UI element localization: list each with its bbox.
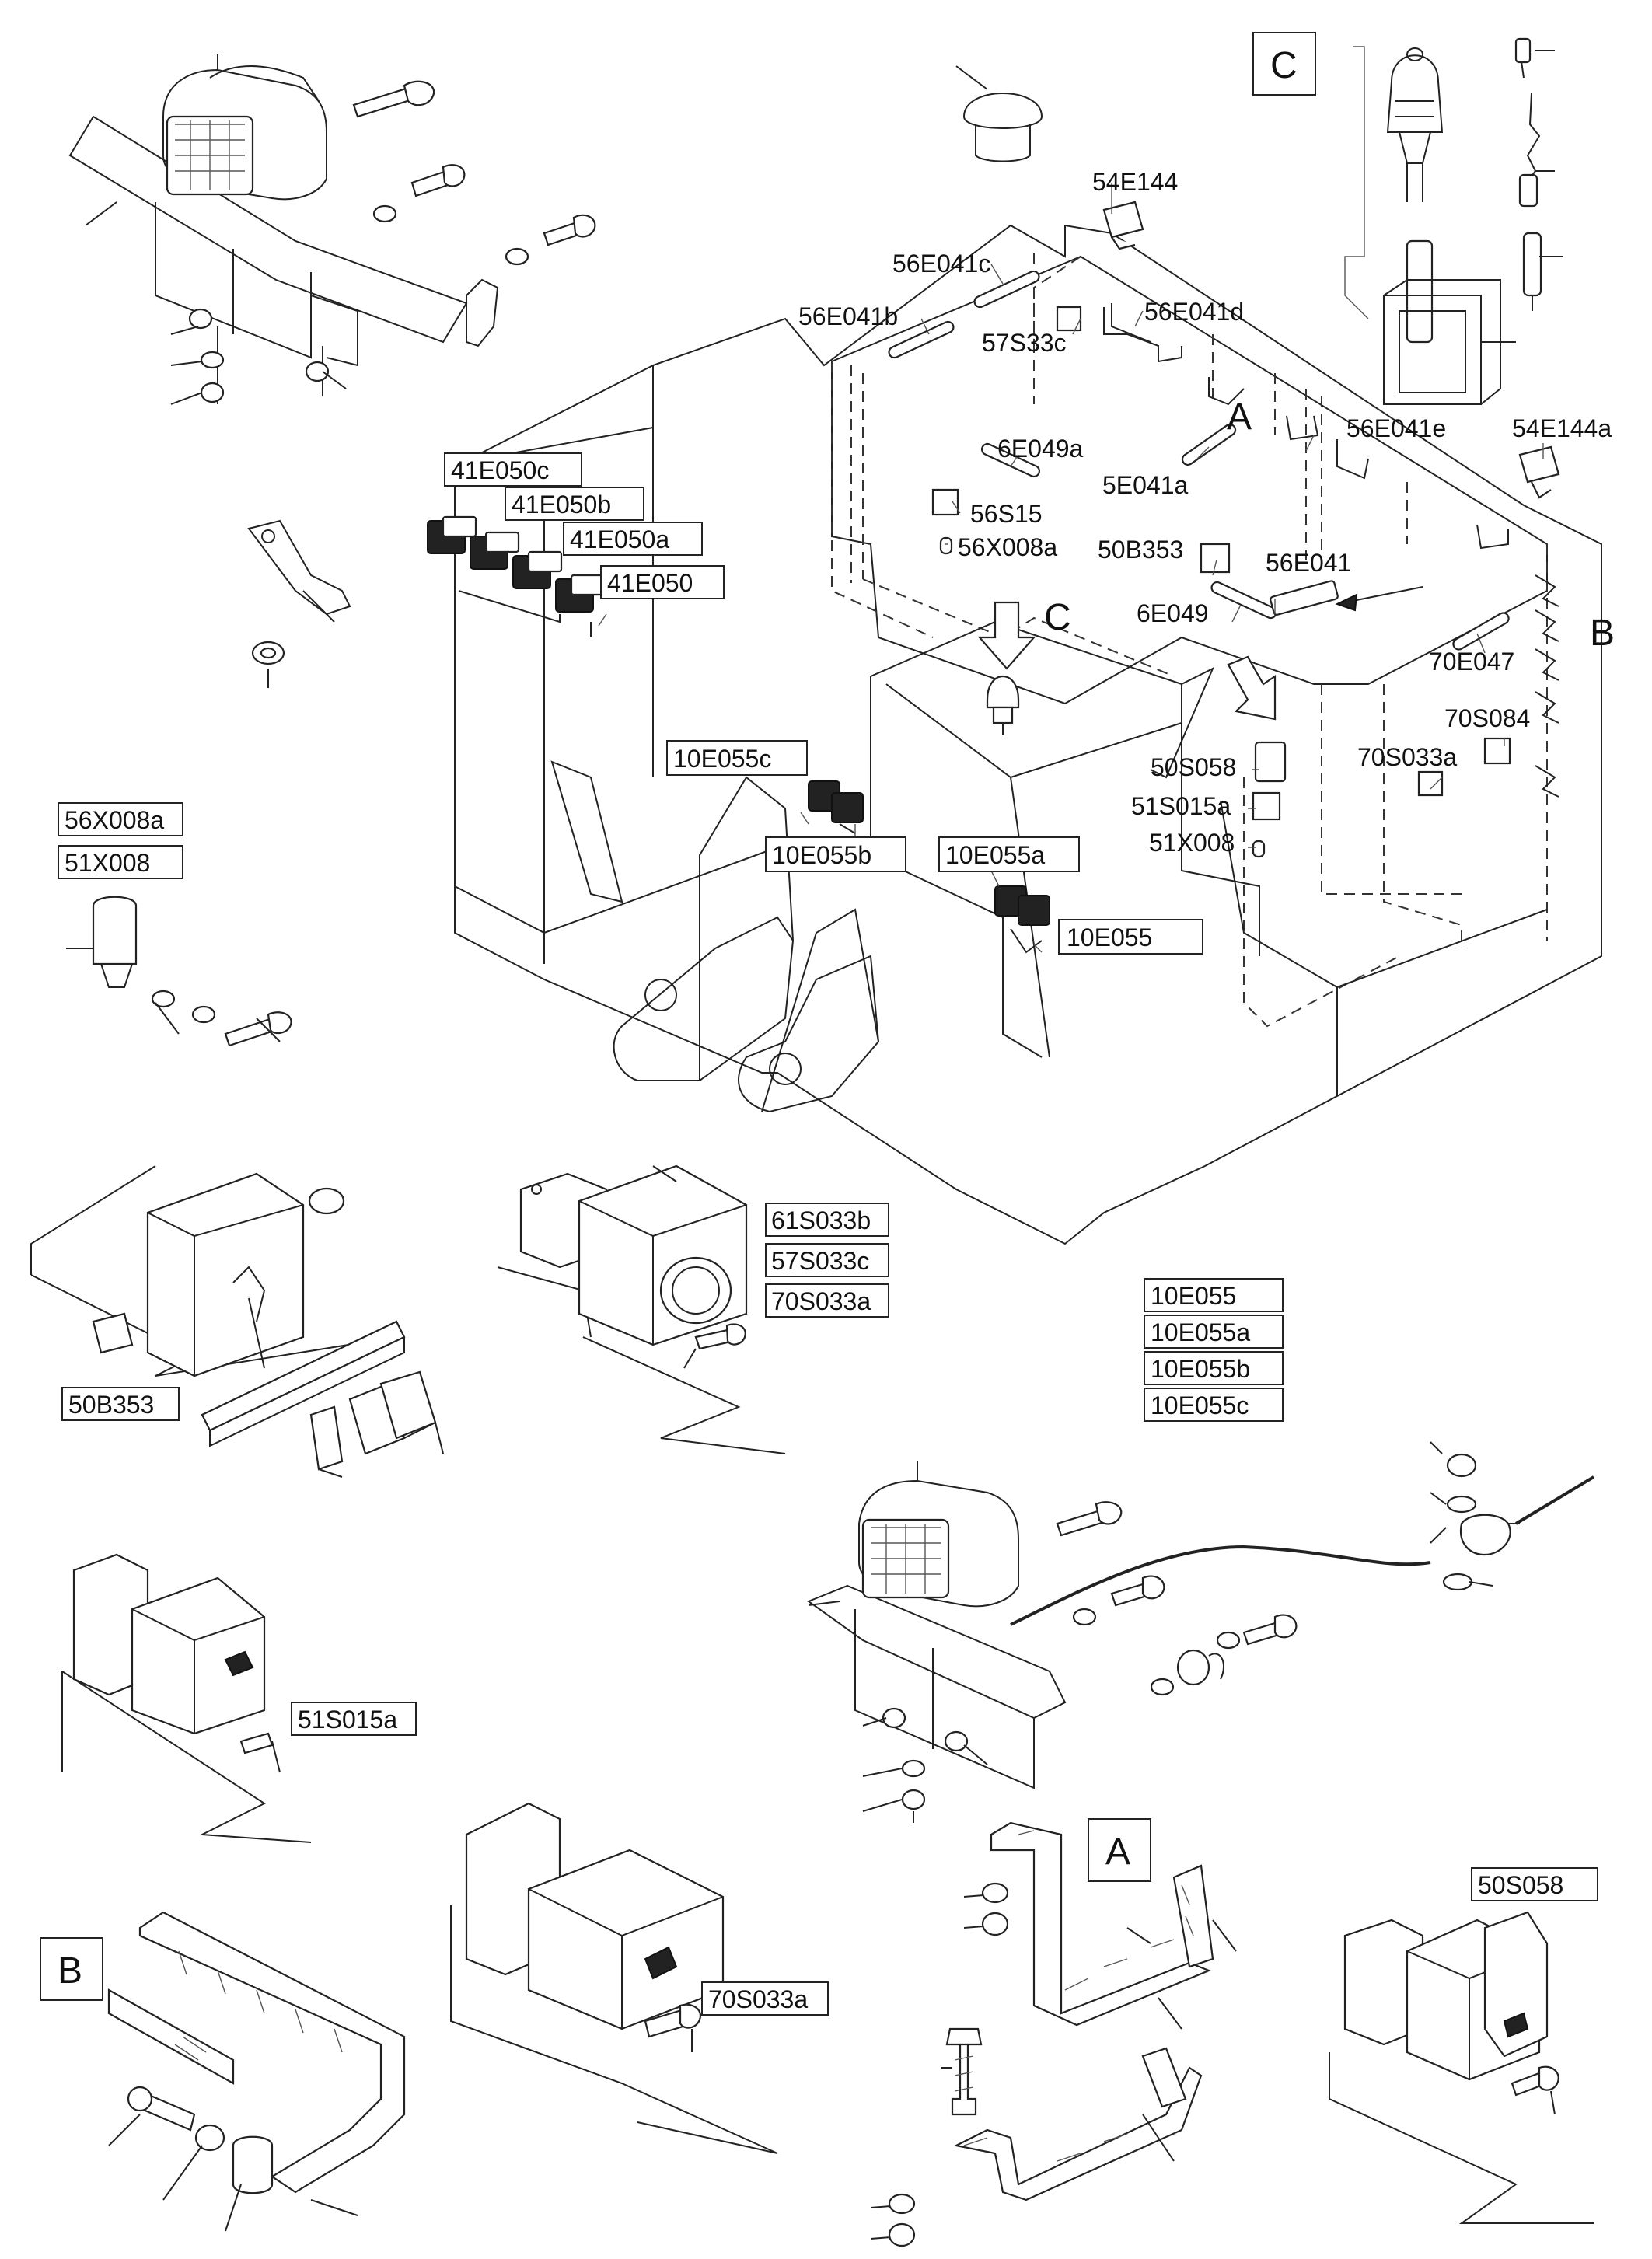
- frame-components: [888, 201, 1560, 858]
- cap-part: [955, 65, 1043, 162]
- boxed-B: B: [58, 1950, 82, 1992]
- label-56E041c: 56E041c: [892, 250, 990, 278]
- detail-A-brackets: [870, 1821, 1237, 2247]
- label-5E041a: 5E041a: [1102, 471, 1189, 499]
- label-6E049a: 6E049a: [997, 435, 1084, 463]
- label-56X008a-main: 56X008a: [958, 533, 1057, 561]
- label-56E041e: 56E041e: [1346, 414, 1446, 442]
- label-6E049: 6E049: [1137, 599, 1209, 627]
- boxed-g-10E055b: 10E055b: [1151, 1355, 1250, 1383]
- boxed-10E055c: 10E055c: [673, 745, 771, 773]
- label-51S015a-main: 51S015a: [1131, 792, 1231, 820]
- boxed-41E050: 41E050: [607, 569, 693, 597]
- switch-51S015a: [61, 1553, 312, 1843]
- boxed-g-10E055c: 10E055c: [1151, 1391, 1249, 1419]
- work-lamps-41E050: [427, 515, 606, 637]
- top-left-lamp-assembly: [68, 54, 596, 405]
- switch-70S033a: [450, 1802, 778, 2154]
- machine-frame: [454, 224, 1602, 1245]
- boxed-10E055b: 10E055b: [772, 841, 871, 869]
- connector-group-56X008a: [66, 896, 292, 1047]
- boxed-50B353: 50B353: [68, 1391, 154, 1419]
- connector-56X008a: [939, 536, 953, 555]
- boxed-51X008: 51X008: [65, 849, 150, 877]
- label-B-main: B: [1590, 613, 1615, 654]
- boxed-10E055: 10E055: [1067, 924, 1152, 951]
- switch-56S15: [931, 488, 959, 516]
- switch-51S015a: [1252, 791, 1281, 821]
- label-A-main: A: [1227, 396, 1252, 438]
- label-56E041: 56E041: [1266, 549, 1351, 577]
- boxed-70S033a-2: 70S033a: [708, 1985, 808, 2013]
- connector-51X008: [1252, 840, 1266, 858]
- label-51X008-main: 51X008: [1149, 829, 1235, 857]
- detail-B-bracket: [107, 1911, 406, 2232]
- leader-lines: [598, 183, 1544, 953]
- tube-lamp: [888, 270, 1510, 651]
- label-50S058-main: 50S058: [1151, 753, 1236, 781]
- label-54E144a: 54E144a: [1512, 414, 1612, 442]
- label-56E041b: 56E041b: [798, 302, 898, 330]
- lamp-bracket: [1103, 303, 1509, 550]
- boxed-41E050b: 41E050b: [512, 491, 611, 518]
- detail-C-beacon: [1344, 37, 1563, 405]
- boxed-70S033a-1: 70S033a: [771, 1287, 871, 1315]
- label-56S15: 56S15: [970, 500, 1043, 528]
- switch-70S084: [1483, 737, 1511, 765]
- switch-50S058: [1254, 741, 1287, 783]
- label-70S033a-main: 70S033a: [1357, 743, 1457, 771]
- front-lamps-10E055: [808, 780, 1050, 954]
- beacon-small: [986, 676, 1020, 735]
- boxed-10E055a: 10E055a: [945, 841, 1045, 869]
- boxed-41E050a: 41E050a: [570, 525, 669, 553]
- boxed-61S033b: 61S033b: [771, 1206, 871, 1234]
- switch-box-61S033b: [497, 1164, 786, 1454]
- boxed-57S033c: 57S033c: [771, 1247, 869, 1275]
- boxed-A: A: [1105, 1831, 1130, 1873]
- label-70E047: 70E047: [1429, 648, 1514, 676]
- roof-lamp-54E144a: [1518, 445, 1560, 499]
- ground-lug: [247, 519, 351, 688]
- roof-lamp-54E144: [1102, 201, 1144, 250]
- boxed-41E050c: 41E050c: [451, 456, 549, 484]
- label-70S084: 70S084: [1444, 704, 1530, 732]
- work-lamp-assembly-10E055: [806, 1441, 1595, 1823]
- switch-50S058: [1329, 1911, 1594, 2224]
- label-57S33c: 57S33c: [982, 329, 1067, 357]
- label-50B353-main: 50B353: [1098, 536, 1183, 564]
- callout-labels: 54E144 56E041c 56E041b 57S33c 56E041d A …: [798, 168, 1615, 857]
- boxed-51S015a: 51S015a: [298, 1706, 397, 1734]
- direction-arrows: [977, 586, 1423, 721]
- switch-70S033a: [1417, 770, 1444, 797]
- junction-box-50B353: [30, 1165, 444, 1478]
- boxed-g-10E055: 10E055: [1151, 1282, 1236, 1310]
- bolt: [352, 80, 596, 246]
- boxed-C: C: [1270, 45, 1298, 86]
- boxed-50S058: 50S058: [1478, 1871, 1563, 1899]
- label-56E041d: 56E041d: [1144, 298, 1244, 326]
- label-C-main: C: [1044, 597, 1071, 638]
- boxed-labels: 41E050c 41E050b 41E050a 41E050 10E055c 1…: [40, 32, 1598, 2016]
- boxed-56X008a: 56X008a: [65, 806, 164, 834]
- boxed-g-10E055a: 10E055a: [1151, 1318, 1250, 1346]
- b-brackets: [1535, 574, 1559, 798]
- label-54E144: 54E144: [1092, 168, 1178, 196]
